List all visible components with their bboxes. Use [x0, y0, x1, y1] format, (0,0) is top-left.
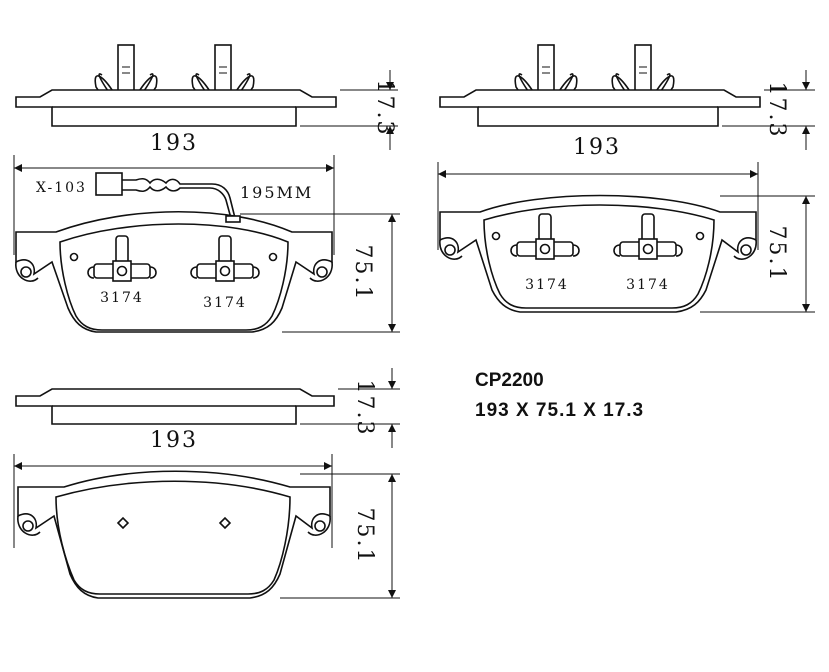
side-view-with-clips-right: [439, 44, 815, 150]
front-view-with-clips: [437, 162, 815, 313]
height-label-d: 75.1: [764, 226, 789, 283]
thickness-label-c: 17.3: [764, 82, 789, 139]
thickness-label-e: 17.3: [352, 380, 377, 437]
width-label-c: 193: [573, 135, 621, 160]
clip-code-label-b2: 3174: [203, 295, 247, 311]
width-label-e: 193: [150, 428, 198, 453]
height-label-b: 75.1: [350, 245, 375, 302]
side-view-with-clips-left: [15, 44, 398, 150]
side-view-plain: [15, 368, 400, 448]
height-label-f: 75.1: [352, 508, 377, 565]
front-view-plain: [13, 454, 400, 599]
thickness-label-a: 17.3: [372, 80, 397, 137]
sensor-code-label: X-103: [36, 180, 87, 196]
sensor-length-label: 195MM: [240, 183, 313, 202]
clip-code-label-b1: 3174: [100, 290, 144, 306]
clip-code-label-d2: 3174: [626, 277, 670, 293]
width-label-a: 193: [150, 131, 198, 156]
front-view-with-sensor: [13, 155, 400, 333]
product-dimensions: 193 X 75.1 X 17.3: [475, 400, 645, 421]
clip-code-label-d1: 3174: [525, 277, 569, 293]
product-code: CP2200: [475, 370, 544, 391]
